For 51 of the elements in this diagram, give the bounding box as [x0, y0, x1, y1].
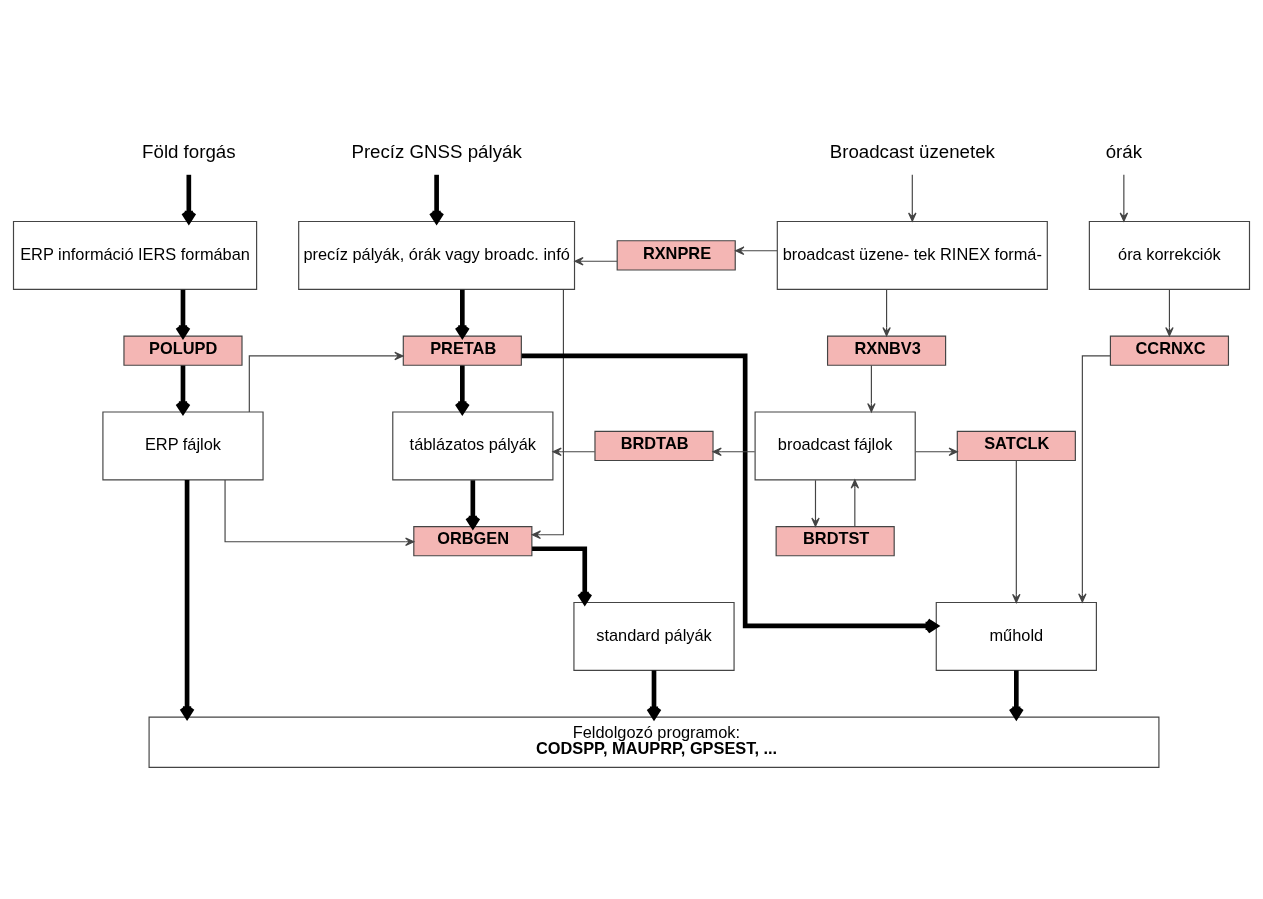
node-box: CCRNXC	[1109, 334, 1230, 366]
arrow	[850, 478, 860, 527]
node-text: Broadcast üzenetek	[829, 140, 995, 162]
node-box: RXNPRE	[616, 239, 736, 271]
node-box: ERP információ IERS formában	[12, 220, 258, 290]
arrow	[429, 174, 445, 223]
arrow	[175, 365, 191, 414]
node-box: ERP fájlok	[102, 410, 264, 480]
node-box: Feldolgozó programok: CODSPP, MAUPRP, GPSEST, ...	[148, 716, 1160, 768]
arrow	[908, 173, 917, 222]
arrow	[712, 447, 756, 456]
node-box: táblázatos pályák	[392, 410, 554, 480]
node-box: broadcast fájlok	[754, 410, 916, 480]
node-box: SATCLK	[956, 430, 1076, 461]
arrow	[1119, 173, 1129, 222]
arrow	[248, 351, 404, 412]
node-box: BRDTST	[775, 525, 895, 556]
arrow	[552, 447, 596, 456]
arrow	[532, 545, 593, 605]
node-box: PRETAB	[402, 334, 522, 366]
arrow	[1078, 354, 1111, 603]
node-box: RXNBV3	[826, 334, 947, 366]
arrow	[1165, 288, 1174, 336]
arrow	[882, 288, 891, 336]
arrow	[465, 479, 481, 529]
node-box: precíz pályák, órák vagy broadc. infó	[298, 220, 576, 290]
arrow	[915, 447, 958, 456]
arrow	[454, 365, 470, 414]
arrow	[646, 669, 662, 719]
arrow	[175, 289, 191, 338]
arrow	[181, 174, 197, 223]
node-box: óra korrekciók	[1088, 220, 1251, 290]
arrow	[1008, 669, 1024, 719]
node-box: POLUPD	[123, 334, 243, 366]
arrow	[224, 478, 415, 546]
arrow	[735, 245, 778, 255]
node-text: Precíz GNSS pályák	[351, 140, 522, 162]
arrow	[531, 288, 564, 539]
node-box: műhold	[935, 601, 1097, 671]
node-box: broadcast üzene- tek RINEX formá-	[776, 220, 1048, 290]
arrow	[454, 289, 470, 338]
node-box: BRDTAB	[594, 430, 714, 461]
arrow	[179, 479, 195, 719]
node-text: Föld forgás	[142, 140, 236, 162]
arrow	[574, 256, 618, 265]
node-box: ORBGEN	[413, 525, 533, 556]
node-box: standard pályák	[573, 601, 735, 671]
arrow	[1012, 459, 1021, 603]
arrow	[867, 364, 876, 412]
node-text: órák	[1105, 140, 1143, 162]
arrow	[811, 479, 820, 527]
